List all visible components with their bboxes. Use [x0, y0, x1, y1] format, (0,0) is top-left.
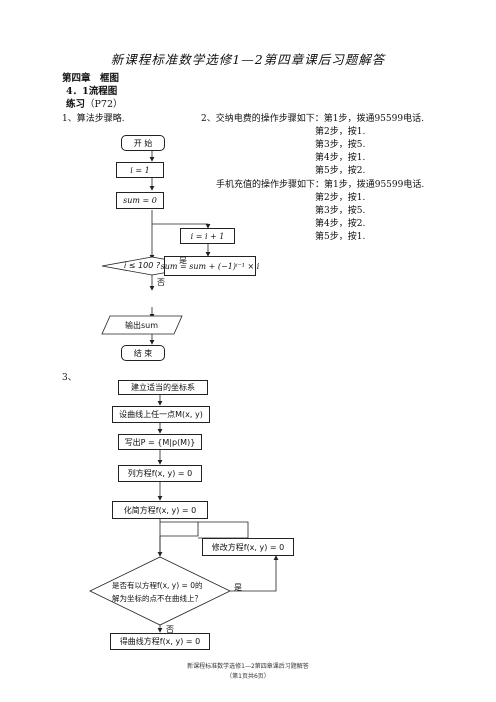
flow1-init-i: i = 1 — [116, 162, 164, 178]
q2-step: 第2步，按1. — [315, 193, 366, 203]
flow2-step-equation: 列方程f(x, y) = 0 — [118, 465, 202, 482]
footer-title: 新课程标准数学选修1—2第四章课后习题解答 — [187, 663, 309, 670]
flow2-result: 得曲线方程f(x, y) = 0 — [110, 633, 210, 650]
flow1-init-sum: sum = 0 — [116, 192, 164, 209]
flow1-end: 结 束 — [121, 345, 165, 361]
page-title: 新课程标准数学选修1—2第四章课后习题解答 — [110, 52, 386, 67]
exercise-page-ref: （P72） — [85, 99, 123, 110]
q2-step: 第3步，按5. — [315, 140, 366, 150]
flow1-no-label: 否 — [157, 278, 165, 287]
q2-mobile-intro: 手机充值的操作步骤如下：第1步，拨通95599电话. — [216, 180, 425, 190]
flow2-step-point: 设曲线上任一点M(x, y) — [112, 406, 210, 423]
flow1-output: 输出sum — [125, 321, 159, 330]
q2-step: 第3步，按5. — [315, 206, 366, 216]
flow1-yes-label: 是 — [179, 256, 187, 265]
q1-text: 1、算法步骤略. — [62, 114, 125, 124]
q2-step: 第5步，按1. — [315, 232, 366, 242]
q2-intro: 2、交纳电费的操作步骤如下：第1步，拨通95599电话. — [201, 114, 424, 124]
flow2-condition-line2: 解为坐标的点不在曲线上？ — [112, 594, 202, 603]
flow2-step-simplify: 化简方程f(x, y) = 0 — [112, 501, 208, 519]
flow2-condition-line1: 是否有以方程f(x, y) = 0的 — [112, 581, 203, 590]
flow1-condition: i ≤ 100 ? — [124, 261, 161, 270]
footer-page-number: （第1页共6页） — [226, 673, 270, 680]
flow2-yes-label: 是 — [234, 583, 242, 592]
flow1-update-i: i = i + 1 — [180, 228, 235, 244]
chapter-heading: 第四章 框图 — [62, 73, 120, 84]
q3-label: 3、 — [62, 373, 77, 383]
flow1-start: 开 始 — [121, 135, 165, 151]
q2-step: 第2步，按1. — [315, 127, 366, 137]
flow2-step-coordinate: 建立适当的坐标系 — [118, 380, 208, 395]
flow2-step-modify: 修改方程f(x, y) = 0 — [202, 538, 294, 556]
flow2-step-set: 写出P = {M|p(M)} — [118, 434, 202, 450]
flow1-update-sum: sum = sum + (−1)ⁱ⁻¹ × i — [161, 256, 259, 276]
section-heading: 4．1流程图 — [66, 86, 118, 97]
q2-step: 第4步，按1. — [315, 153, 366, 163]
flow2-no-label: 否 — [166, 625, 174, 634]
exercise-heading: 练习（P72） — [66, 100, 123, 110]
q2-step: 第5步，按2. — [315, 166, 366, 176]
q2-step: 第4步，按2. — [315, 219, 366, 229]
exercise-label: 练习 — [66, 99, 86, 110]
